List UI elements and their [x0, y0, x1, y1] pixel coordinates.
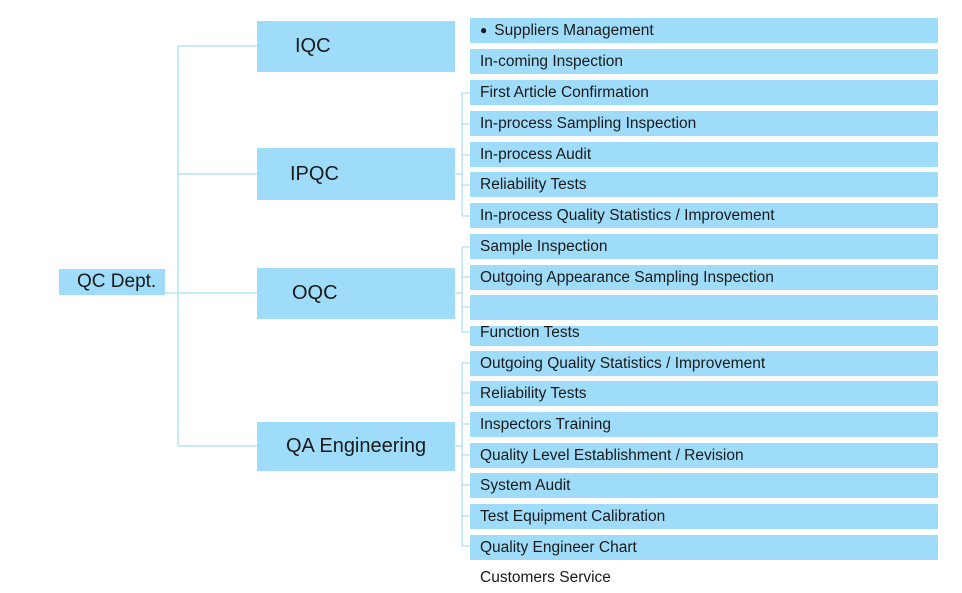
list-item: In-process Quality Statistics / Improvem… [470, 203, 938, 228]
list-item: Reliability Tests [470, 381, 938, 406]
item-label: Inspectors Training [480, 416, 611, 433]
item-label: Reliability Tests [480, 176, 587, 193]
group-label: OQC [292, 282, 338, 304]
list-item: Test Equipment Calibration [470, 504, 938, 529]
list-item: Sample Inspection [470, 234, 938, 259]
group-label: IQC [295, 35, 331, 57]
item-label: Customers Service [480, 569, 611, 586]
bullet-icon: ● [480, 23, 488, 37]
list-item: In-process Sampling Inspection [470, 111, 938, 136]
group-ipqc: IPQC [257, 148, 455, 200]
item-label: Reliability Tests [480, 385, 587, 402]
item-label: Test Equipment Calibration [480, 508, 666, 525]
list-item: Reliability Tests [470, 172, 938, 197]
item-label: Suppliers Management [494, 22, 654, 39]
list-item: In-process Audit [470, 142, 938, 167]
list-item: First Article Confirmation [470, 80, 938, 105]
item-label: In-process Audit [480, 146, 592, 163]
list-item: Outgoing Quality Statistics / Improvemen… [470, 351, 938, 376]
group-qa-engineering: QA Engineering [257, 422, 455, 471]
item-label: In-process Sampling Inspection [480, 115, 697, 132]
list-item: ● Suppliers Management [470, 18, 938, 43]
list-item: Quality Level Establishment / Revision [470, 443, 938, 468]
item-label: Quality Engineer Chart [480, 539, 637, 556]
root-label: QC Dept. [77, 271, 157, 292]
item-label: In-coming Inspection [480, 53, 624, 70]
group-oqc: OQC [257, 268, 455, 319]
list-item: Quality Engineer Chart [470, 535, 938, 560]
list-item: System Audit [470, 473, 938, 498]
item-label: Quality Level Establishment / Revision [480, 447, 744, 464]
root-node: QC Dept. [59, 269, 165, 295]
group-label: IPQC [290, 162, 339, 185]
list-item: Outgoing Appearance Sampling Inspection [470, 265, 938, 290]
item-label: Outgoing Appearance Sampling Inspection [480, 269, 774, 286]
item-label: System Audit [480, 477, 571, 494]
list-item: In-coming Inspection [470, 49, 938, 74]
group-label: QA Engineering [286, 435, 427, 457]
list-item-blank [470, 295, 938, 320]
item-label: Outgoing Quality Statistics / Improvemen… [480, 355, 766, 372]
item-label: First Article Confirmation [480, 84, 649, 101]
item-label: Function Tests [480, 326, 580, 341]
list-item: Inspectors Training [470, 412, 938, 437]
list-item: Customers Service [470, 565, 938, 590]
list-item: Function Tests [470, 326, 938, 346]
item-label: Sample Inspection [480, 238, 608, 255]
group-iqc: IQC [257, 21, 455, 72]
item-label: In-process Quality Statistics / Improvem… [480, 207, 775, 224]
